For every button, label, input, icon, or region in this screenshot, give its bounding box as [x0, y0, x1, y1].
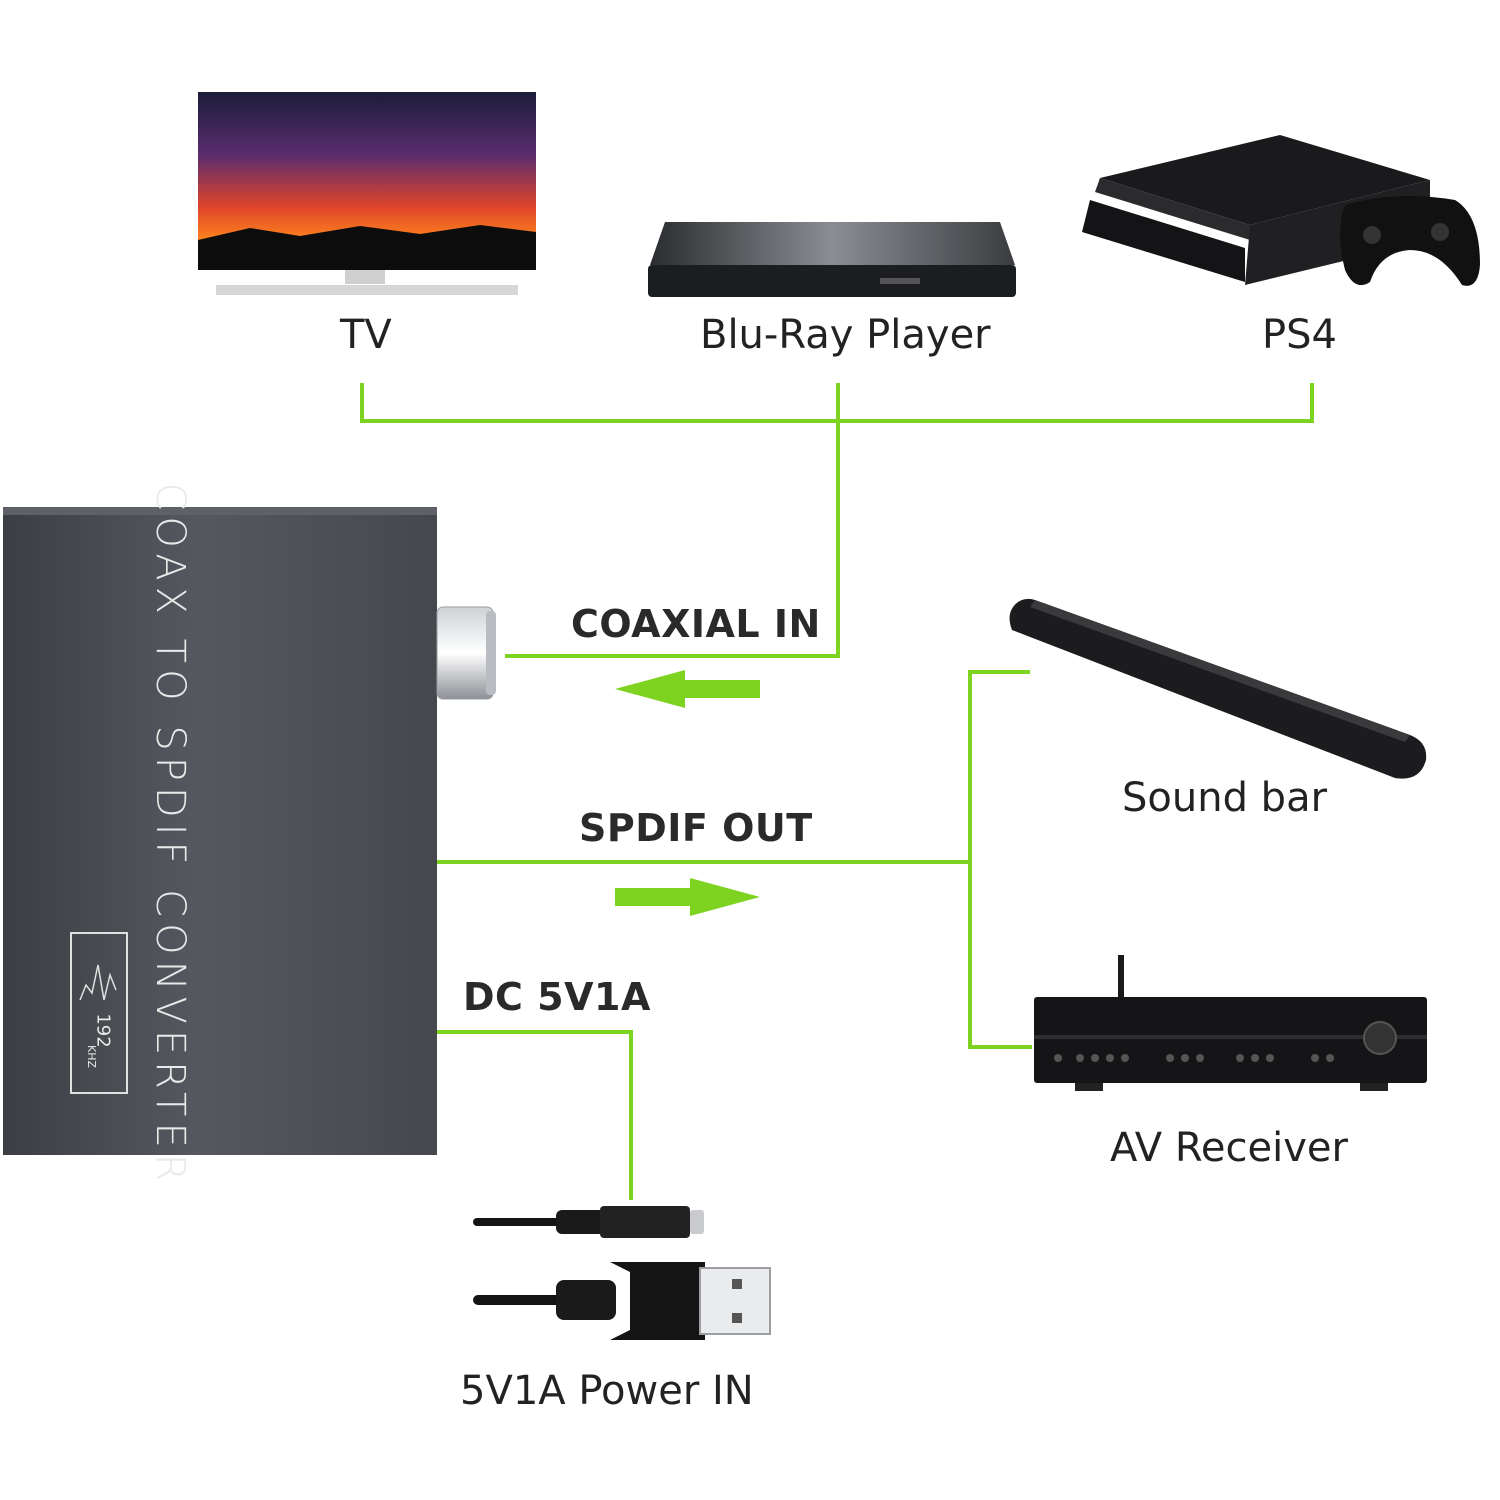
ps4-image: [1082, 135, 1480, 286]
converter-title: COAX TO SPDIF CONVERTER: [147, 482, 193, 1188]
spdif-out-label: SPDIF OUT: [579, 806, 813, 850]
arrow-left-icon: [615, 670, 760, 708]
dc-cable-image: [473, 1206, 704, 1238]
connector-lines: [360, 383, 1314, 1200]
dc-label: DC 5V1A: [463, 975, 651, 1019]
coax-input-line: [505, 421, 840, 658]
av-receiver-label: AV Receiver: [1110, 1125, 1348, 1171]
ps4-label: PS4: [1262, 312, 1337, 358]
tv-label: TV: [340, 312, 392, 358]
frequency-badge: [70, 932, 128, 1094]
soundbar-image: [1009, 598, 1427, 779]
coaxial-in-label: COAXIAL IN: [571, 602, 821, 646]
converter-device: [3, 507, 496, 1155]
power-in-label: 5V1A Power IN: [460, 1368, 754, 1414]
bluray-label: Blu-Ray Player: [700, 312, 991, 358]
arrow-right-icon: [615, 878, 760, 916]
badge-value: 192: [92, 1013, 114, 1048]
bluray-player-image: [648, 222, 1016, 297]
usb-cable-image: [473, 1262, 771, 1340]
badge-unit: KHZ: [85, 1044, 99, 1069]
tv-image: [198, 92, 536, 295]
rca-jack: [436, 606, 494, 700]
dc-power-line: [437, 1030, 633, 1200]
av-receiver-image: [1034, 955, 1427, 1091]
soundbar-label: Sound bar: [1122, 775, 1328, 821]
output-split-line: [968, 670, 1032, 1049]
